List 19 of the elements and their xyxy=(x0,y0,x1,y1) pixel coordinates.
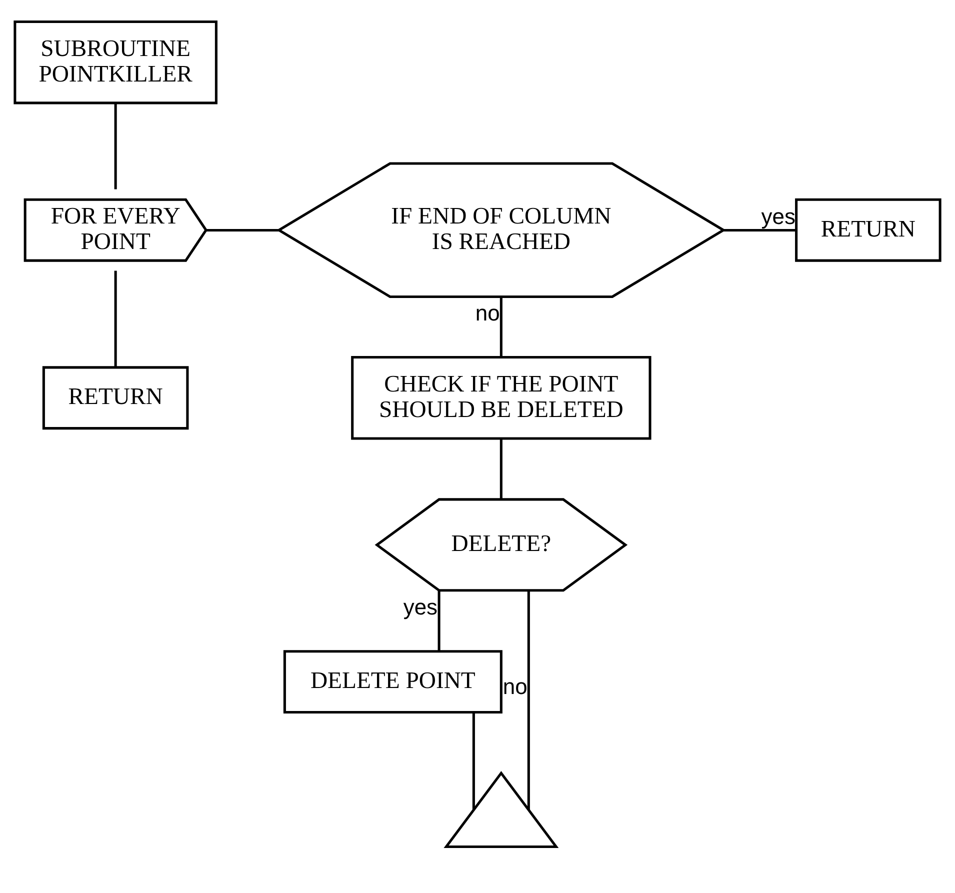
edge-label: yes xyxy=(761,204,796,230)
connector xyxy=(500,438,502,499)
connector xyxy=(724,228,796,232)
node-box: DELETE POINT xyxy=(283,650,502,714)
connector xyxy=(114,270,117,368)
edge-label: yes xyxy=(403,594,438,620)
node-box: SUBROUTINE POINTKILLER xyxy=(14,20,218,104)
node-triangle xyxy=(444,771,559,848)
node-box: RETURN xyxy=(42,366,189,430)
connector xyxy=(206,228,280,232)
node-box: CHECK IF THE POINT SHOULD BE DELETED xyxy=(351,356,652,440)
connector xyxy=(114,102,117,190)
connector xyxy=(527,590,530,810)
connector xyxy=(438,590,440,652)
edge-label: no xyxy=(475,300,500,326)
connector xyxy=(472,712,475,810)
edge-label: no xyxy=(502,674,528,700)
node-box: RETURN xyxy=(795,198,942,262)
connector xyxy=(500,296,502,358)
